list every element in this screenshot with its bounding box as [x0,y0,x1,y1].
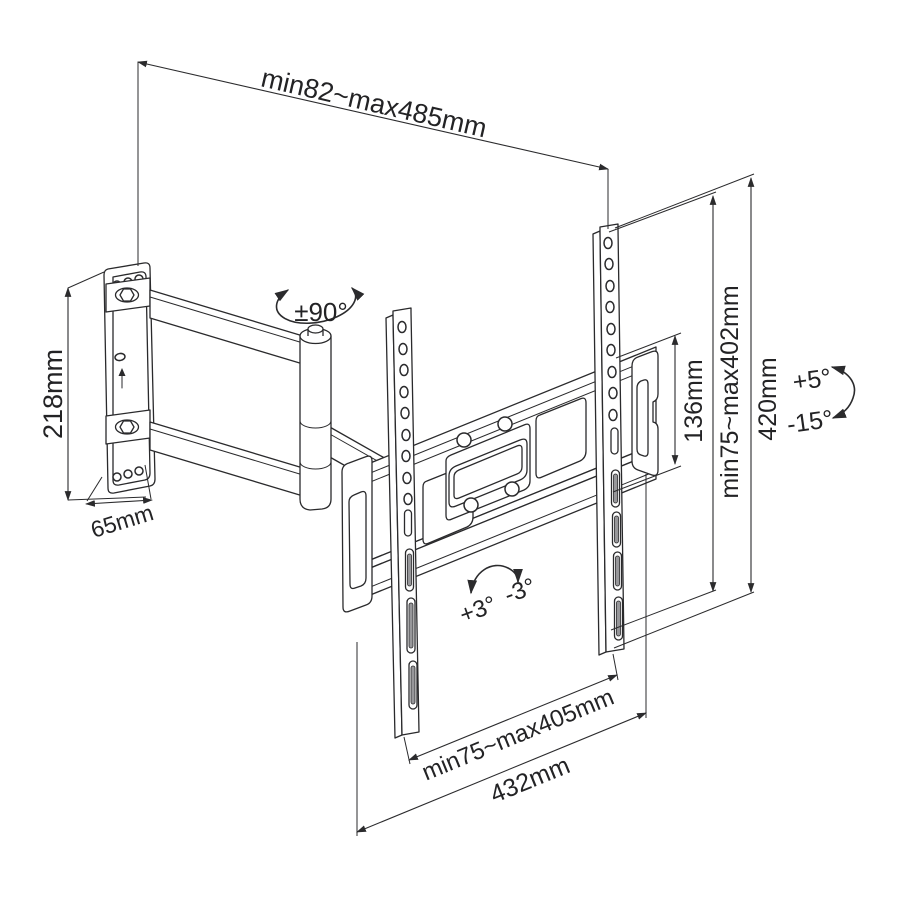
label-rail-height: 420mm [754,357,782,440]
swivel-arrow-icon [274,286,365,325]
wall-plate-inner-line [112,271,151,486]
bracket-cutout-right [535,397,587,479]
bracket-end-cap-left [341,455,373,613]
label-level-plus: +3° [456,591,500,629]
label-wall-plate-height: 218mm [38,349,68,439]
label-wall-plate-width: 65mm [88,499,157,543]
up-arrow-icon [118,368,126,389]
label-bracket-width: 432mm [486,751,574,809]
upper-arm [149,289,304,365]
label-rail-hole-span: min75~max402mm [716,285,744,498]
hinge-bottom-bolt [119,420,135,434]
cable-hole [114,352,126,362]
tv-rail-left [385,307,420,739]
tv-rail-right [592,223,625,656]
label-extension-range: min82~max485mm [258,63,489,144]
label-swivel-range: ±90° [294,297,348,327]
hinge-top-bolt [119,288,135,302]
pivot-column [299,335,332,511]
label-level-minus: -3° [501,573,539,609]
vesa-oval-inner [453,444,523,500]
level-arrow-icon [467,564,523,595]
label-tilt-up: +5° [791,363,833,396]
lower-arm [149,421,304,497]
dimensions [64,60,856,836]
wall-plate [103,262,156,494]
wall-bracket [341,346,659,613]
tilt-arrow-icon [830,365,856,419]
label-hook-height: 136mm [680,359,708,442]
label-tilt-down: -15° [785,405,835,439]
